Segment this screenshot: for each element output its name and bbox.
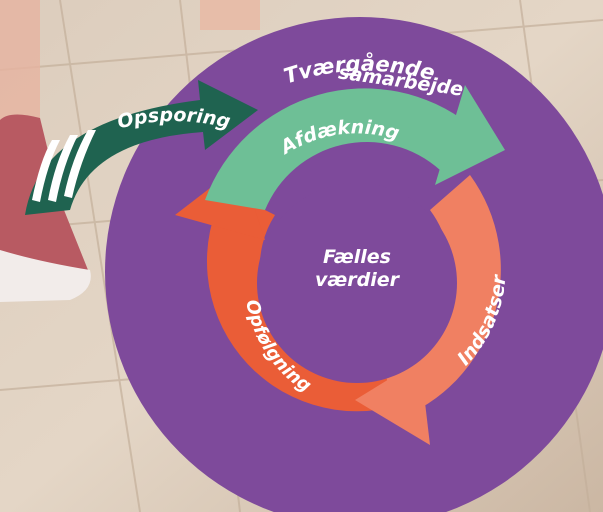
- cycle-arc-opfolgning: [206, 190, 400, 412]
- cycle-arc-afdaekning: [205, 88, 470, 210]
- center-label-line1: Fælles: [323, 246, 391, 268]
- leg-right: [200, 0, 260, 30]
- entry-arrow-opsporing: [25, 80, 258, 215]
- arrow-head-indsatser: [355, 360, 430, 445]
- center-label-line2: værdier: [315, 269, 401, 291]
- arrow-head-afdaekning: [435, 85, 505, 185]
- center-circle: [257, 183, 457, 383]
